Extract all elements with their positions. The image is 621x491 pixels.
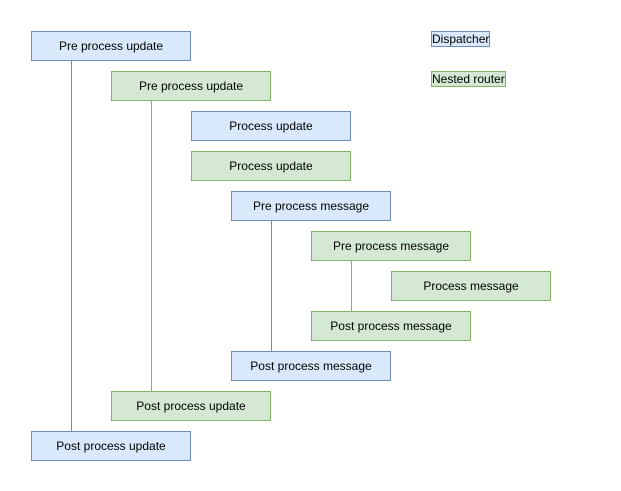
- node-pre-process-update-router: Pre process update: [111, 71, 271, 101]
- node-post-process-update-dispatcher: Post process update: [31, 431, 191, 461]
- connector-router-line: [151, 101, 152, 391]
- node-pre-process-message-router: Pre process message: [311, 231, 471, 261]
- legend-nested-router: Nested router: [431, 71, 506, 87]
- node-post-process-message-dispatcher: Post process message: [231, 351, 391, 381]
- node-post-process-message-router: Post process message: [311, 311, 471, 341]
- connector-dispatcher-line: [271, 221, 272, 351]
- node-pre-process-update-dispatcher: Pre process update: [31, 31, 191, 61]
- node-process-update-dispatcher: Process update: [191, 111, 351, 141]
- node-pre-process-message-dispatcher: Pre process message: [231, 191, 391, 221]
- connector-dispatcher-line: [71, 61, 72, 431]
- connector-router-line: [351, 261, 352, 311]
- node-process-message-router: Process message: [391, 271, 551, 301]
- node-post-process-update-router: Post process update: [111, 391, 271, 421]
- node-process-update-router: Process update: [191, 151, 351, 181]
- legend-dispatcher: Dispatcher: [431, 31, 491, 47]
